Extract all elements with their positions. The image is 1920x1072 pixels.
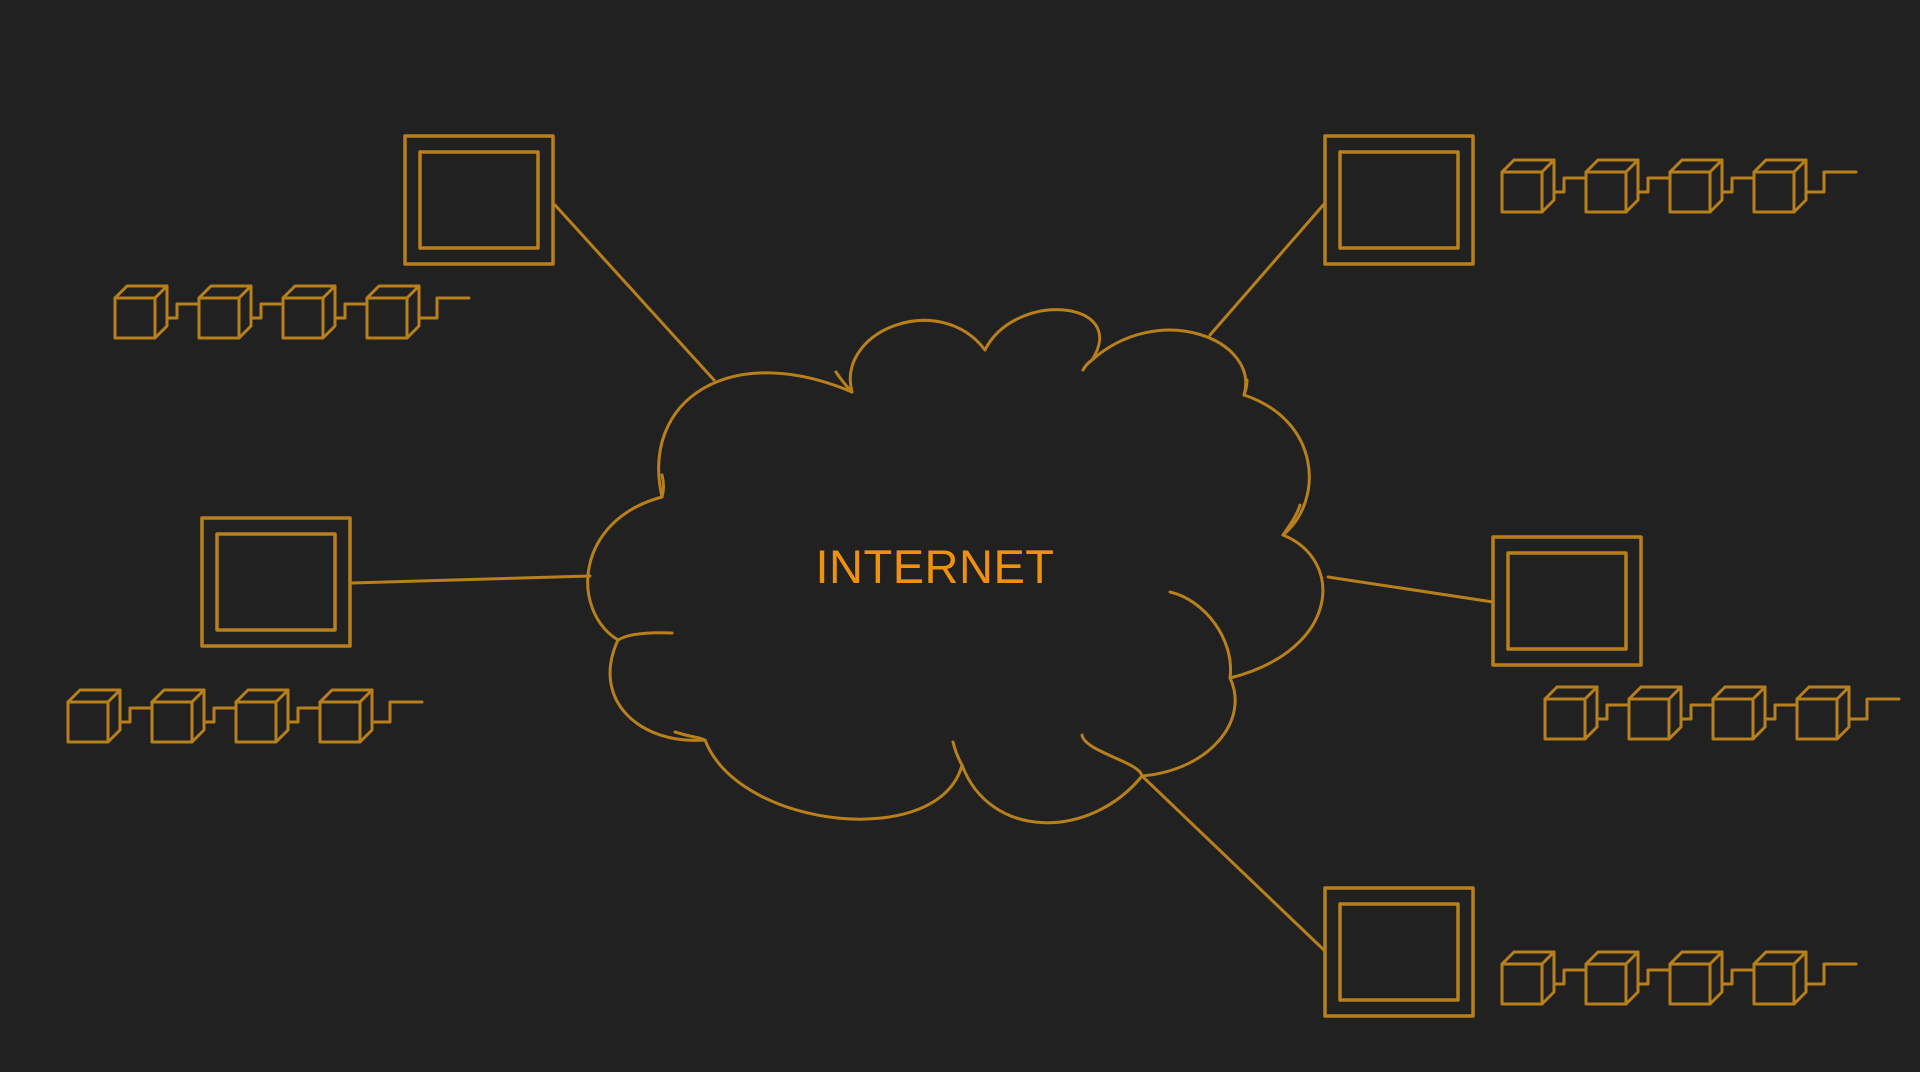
cube-icon: [113, 284, 169, 340]
computer-monitor-icon: [1323, 134, 1475, 266]
cube-icon: [1584, 950, 1640, 1006]
chain-link: [118, 706, 154, 724]
computer-monitor-icon: [403, 134, 555, 266]
cube-icon: [1795, 685, 1851, 741]
chain-link: [1552, 968, 1588, 986]
chain-tail: [417, 296, 471, 320]
cube-icon: [1543, 685, 1599, 741]
network-node-middle-left: [66, 516, 424, 744]
chain-link: [165, 302, 201, 320]
cube-icon: [1668, 950, 1724, 1006]
chain-tail: [370, 700, 424, 724]
cloud-fold-1: [834, 370, 854, 394]
connection-line-middle-left: [349, 574, 592, 585]
cloud-fold-9: [616, 631, 674, 642]
cube-icon: [1752, 158, 1808, 214]
chain-link: [1720, 968, 1756, 986]
chain-link: [1595, 703, 1631, 721]
computer-monitor-icon: [1323, 886, 1475, 1018]
cube-icon: [1500, 950, 1556, 1006]
chain-link: [1636, 176, 1672, 194]
cube-icon: [1711, 685, 1767, 741]
cloud-fold-7: [951, 740, 964, 767]
cube-icon: [365, 284, 421, 340]
chain-tail: [1804, 962, 1858, 986]
network-node-top-left: [113, 134, 555, 340]
cube-chain-icon: [66, 688, 424, 744]
chain-tail: [1804, 170, 1858, 194]
cube-icon: [234, 688, 290, 744]
cube-chain-icon: [1543, 685, 1901, 741]
cloud-fold-8: [673, 730, 707, 742]
connection-line-top-right: [1208, 201, 1327, 337]
cloud-fold-3: [1242, 378, 1249, 397]
cloud-fold-5: [1168, 590, 1233, 680]
network-node-bottom-right: [1323, 886, 1858, 1018]
connection-line-middle-right: [1326, 575, 1495, 604]
cloud-fold-2: [1081, 358, 1094, 372]
cloud-fold-4: [1281, 503, 1302, 537]
internet-label: INTERNET: [816, 540, 1055, 593]
connection-line-bottom-right: [1140, 774, 1327, 953]
chain-link: [249, 302, 285, 320]
cube-icon: [318, 688, 374, 744]
cube-icon: [1752, 950, 1808, 1006]
cube-icon: [1627, 685, 1683, 741]
computer-monitor-icon: [1491, 535, 1643, 667]
internet-cloud: INTERNET: [586, 308, 1325, 825]
cube-icon: [1500, 158, 1556, 214]
network-nodes: [66, 134, 1901, 1018]
chain-link: [1552, 176, 1588, 194]
cube-icon: [1584, 158, 1640, 214]
computer-monitor-icon: [200, 516, 352, 648]
cube-icon: [197, 284, 253, 340]
cloud-fold-10: [660, 473, 665, 499]
cube-chain-icon: [113, 284, 471, 340]
chain-link: [333, 302, 369, 320]
connection-lines: [349, 201, 1495, 953]
cube-chain-icon: [1500, 950, 1858, 1006]
chain-link: [1636, 968, 1672, 986]
cube-chain-icon: [1500, 158, 1858, 214]
chain-tail: [1847, 697, 1901, 721]
cube-icon: [1668, 158, 1724, 214]
connection-line-top-left: [553, 203, 716, 382]
chain-link: [202, 706, 238, 724]
chain-link: [1720, 176, 1756, 194]
chain-link: [1679, 703, 1715, 721]
chain-link: [1763, 703, 1799, 721]
cube-icon: [281, 284, 337, 340]
network-node-top-right: [1323, 134, 1858, 266]
cloud-fold-6: [1080, 733, 1144, 778]
chain-link: [286, 706, 322, 724]
cube-icon: [66, 688, 122, 744]
cube-icon: [150, 688, 206, 744]
network-node-middle-right: [1491, 535, 1901, 741]
